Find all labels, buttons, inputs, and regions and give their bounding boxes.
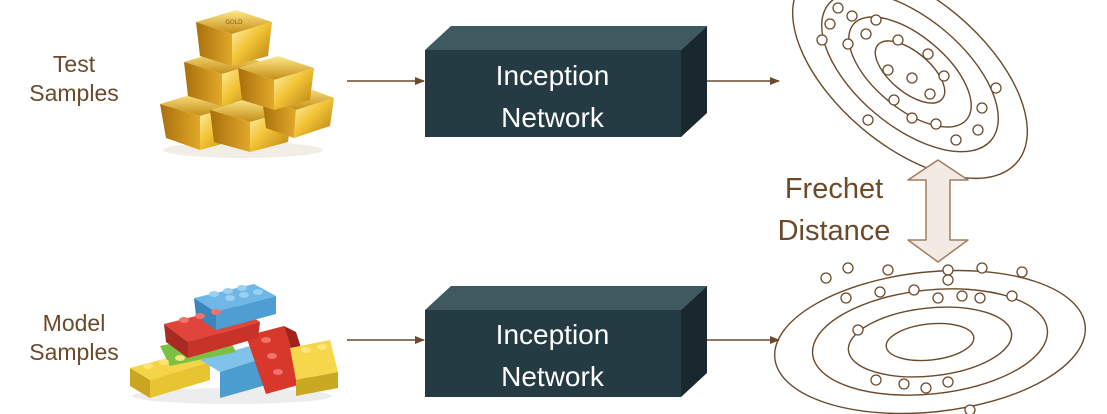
inception-network-label-top-line1: Inception [495,60,610,91]
inception-network-box-top [425,26,707,137]
test-sample-points [816,2,1002,146]
model-samples-label: Model Samples [4,309,144,367]
frechet-double-arrow [907,159,969,263]
frechet-distance-label-line2: Distance [777,215,891,248]
model-sample-points [820,262,1028,414]
model-samples-label-line1: Model [42,310,106,336]
inception-network-box-bottom [425,286,707,397]
test-feature-distribution [791,0,1029,180]
frechet-distance-label: Frechet Distance [764,168,904,252]
inception-network-label-bottom-line1: Inception [495,319,610,350]
inception-network-label-bottom-line2: Network [501,361,604,392]
gold-bars-image: GOLD [160,10,334,158]
test-samples-label-line1: Test [52,51,96,77]
frechet-distance-label-line1: Frechet [784,173,884,205]
model-feature-distribution [773,269,1087,414]
inception-network-label-top: Inception Network [425,55,680,139]
svg-text:GOLD: GOLD [225,19,243,26]
inception-network-label-bottom: Inception Network [425,314,680,398]
test-samples-label: Test Samples [4,50,144,108]
test-samples-label-line2: Samples [29,79,119,106]
lego-bricks-image [130,284,338,404]
inception-network-label-top-line2: Network [501,102,604,133]
model-samples-label-line2: Samples [29,338,119,365]
